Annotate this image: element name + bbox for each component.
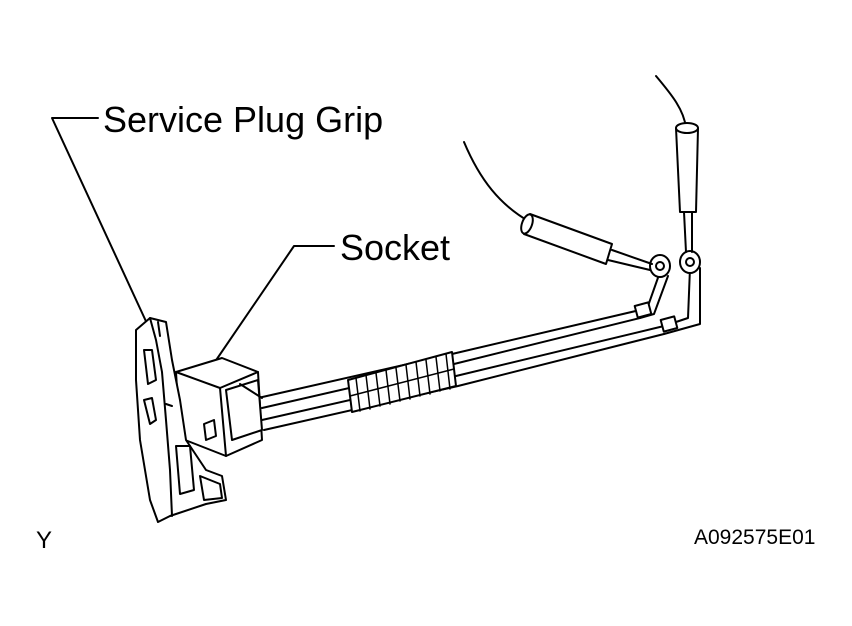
probe-lead-left [463,141,653,271]
tool-rods [257,309,665,431]
socket-block [175,357,263,457]
probe-lead-right [655,75,699,253]
view-marker-label: Y [36,527,53,554]
figure-code-label: A092575E01 [694,526,816,549]
label-service-plug-grip: Service Plug Grip [103,99,384,140]
leader-line-service-plug-grip [51,117,151,331]
label-socket: Socket [340,227,451,268]
threaded-section [347,351,457,413]
leader-line-socket [207,245,335,373]
service-plug-grip-body [135,317,227,523]
rod-end-joints [633,250,701,335]
